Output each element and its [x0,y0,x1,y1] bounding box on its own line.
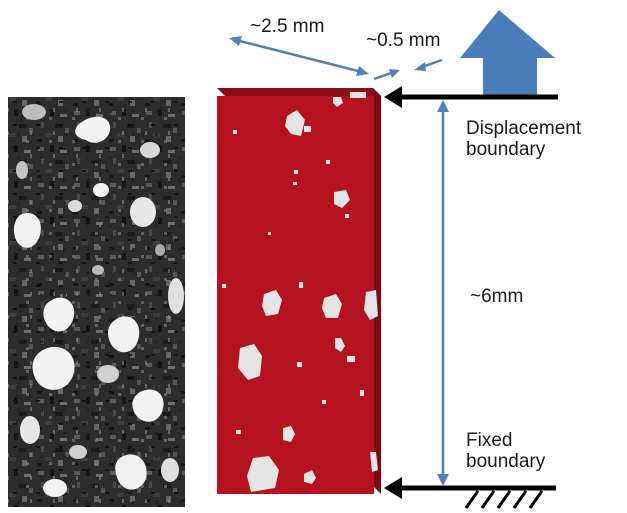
displacement-boundary-label-line2: boundary [466,139,546,160]
thickness-dimension [373,58,443,81]
left-arrow-icon [384,86,558,108]
ct-scan-image [8,97,185,507]
width-dimension [229,36,369,76]
fe-specimen [217,88,381,494]
ct-pores [13,104,184,497]
specimen-front-face [217,96,374,494]
fixed-support-hatch-icon [384,477,556,509]
specimen-top-face [217,88,381,96]
specimen-pores [222,92,378,492]
specimen-side-face [373,88,381,494]
thickness-label: ~0.5 mm [366,30,441,51]
fixed-boundary-label-line1: Fixed [466,430,513,451]
displacement-boundary-label-line1: Displacement [466,118,582,139]
fixed-boundary-label-line2: boundary [466,451,546,472]
height-label: ~6mm [470,286,524,307]
up-arrow-icon [460,10,555,96]
width-label: ~2.5 mm [250,16,325,37]
height-dimension [437,100,449,486]
